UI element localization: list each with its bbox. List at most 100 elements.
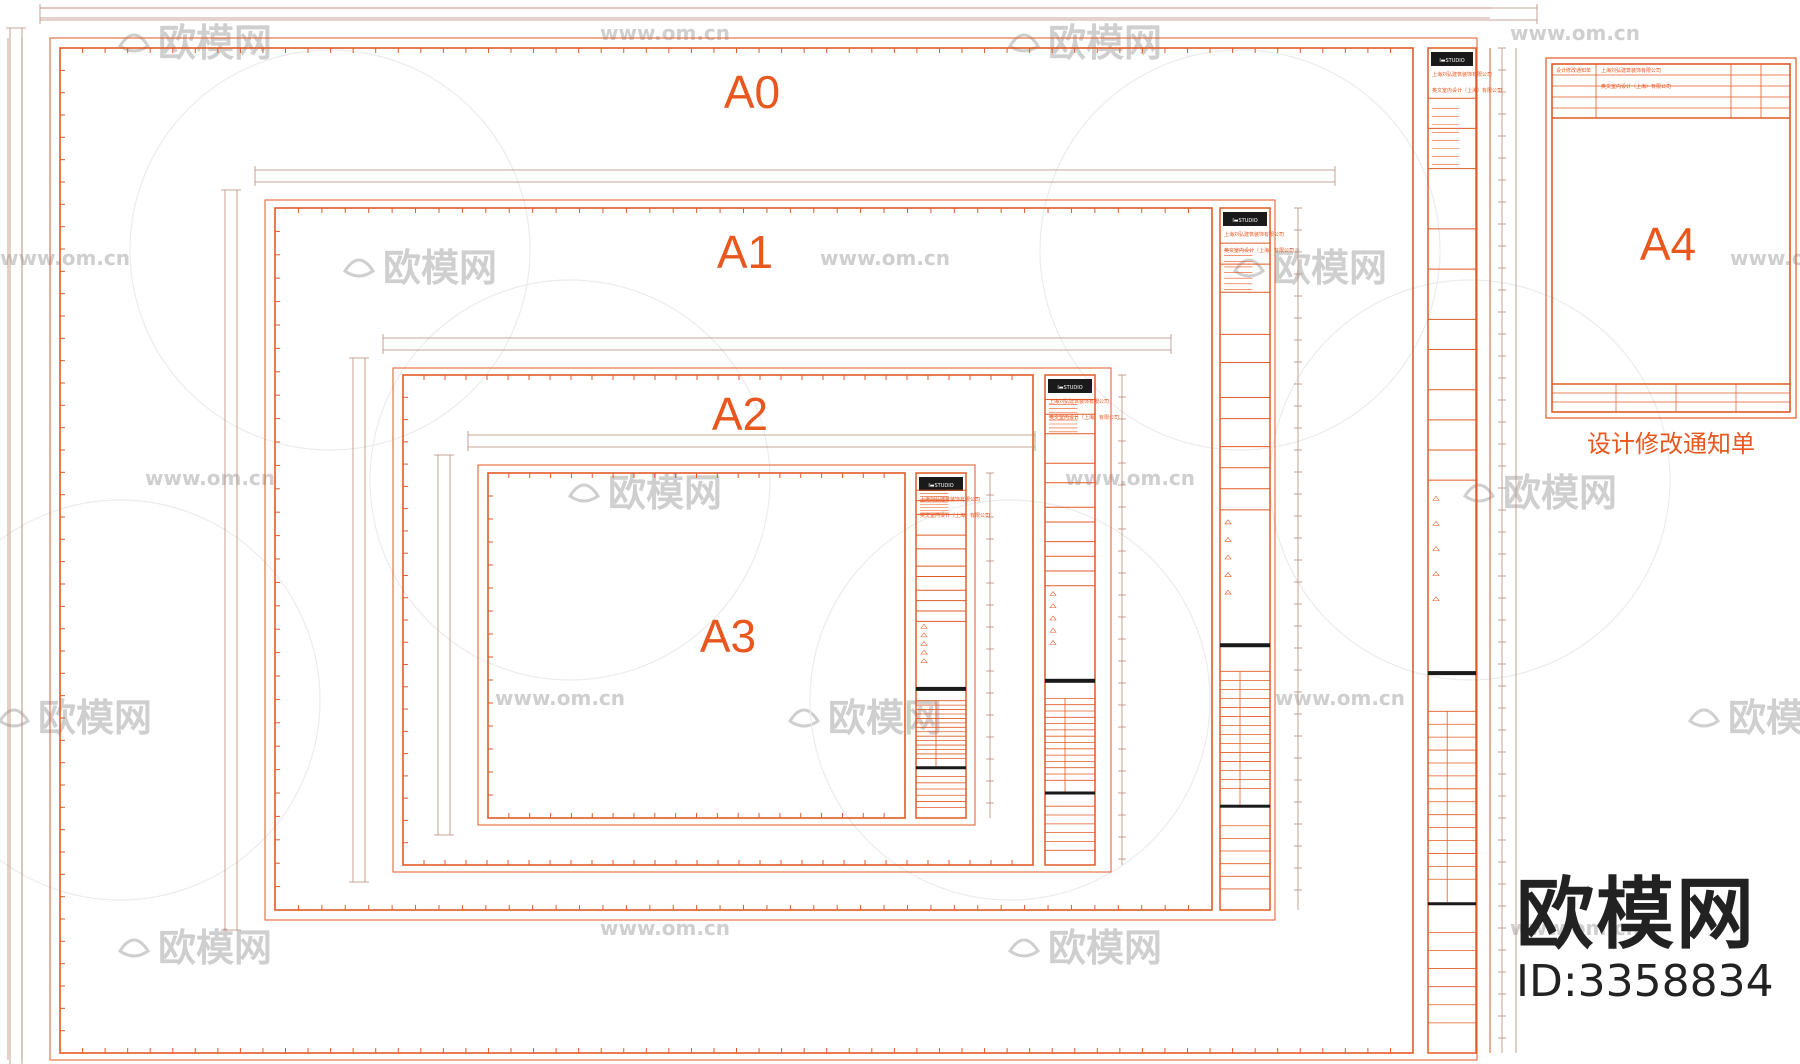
watermark-cn-text: 欧模网	[1048, 926, 1162, 970]
revision-triangle-icon	[1049, 615, 1057, 621]
brand-mark: 欧模网 ID:3358834	[1516, 876, 1774, 1004]
watermark-cn: 欧模网	[1687, 696, 1800, 740]
watermark-logo-icon	[117, 938, 151, 958]
title-block-band	[1428, 671, 1476, 676]
revision-triangle-icon	[920, 641, 928, 646]
title-block-logo-band	[919, 477, 963, 491]
title-block-company2: 奥文室内设计（上海）有限公司	[1224, 247, 1294, 254]
watermark-cn-text: 欧模网	[1273, 246, 1387, 290]
revision-triangle-icon	[1049, 627, 1057, 633]
watermark-logo-icon	[117, 33, 151, 53]
watermark-cn-text: 欧模网	[158, 926, 272, 970]
sheet-a0	[49, 37, 1478, 1061]
title-block-frame	[915, 472, 967, 819]
border-ticks	[297, 208, 1190, 213]
watermark-logo-icon	[1687, 708, 1721, 728]
border-ticks	[403, 396, 408, 844]
sheet-a1	[264, 199, 1276, 921]
watermark-cn: 欧模网	[1007, 926, 1162, 970]
title-block-logo-band	[1223, 212, 1267, 226]
revision-triangle-icon	[1432, 546, 1440, 551]
sheet-trim-frame	[264, 199, 1276, 921]
border-ticks	[488, 495, 493, 796]
watermark-cn-text: 欧模网	[383, 246, 497, 290]
revision-triangle-icon	[1432, 495, 1440, 501]
watermark-logo-icon	[1007, 33, 1041, 53]
watermark-cn: 欧模网	[787, 696, 942, 740]
side-scale-a3	[986, 472, 994, 818]
watermark-arc	[1039, 49, 1441, 451]
dimension-lines-a1	[221, 166, 1336, 931]
revision-triangle-icon	[1224, 536, 1232, 542]
label-layer: A0 A1 A2 A3 A4 设计修改通知单	[700, 66, 1755, 662]
border-ticks	[60, 69, 65, 1032]
watermark-cn-text: 欧模网	[1503, 471, 1617, 515]
watermark-cn-text: 欧模网	[38, 696, 152, 740]
a0-dimension-top	[7, 7, 1490, 1060]
watermark-logo-icon	[342, 258, 376, 278]
title-block-band	[1045, 791, 1095, 795]
title-block-frame	[1427, 47, 1477, 1054]
title-block-band	[916, 766, 966, 770]
revision-triangle-icon	[1432, 596, 1440, 602]
watermark-url-text: www.om.cn	[820, 246, 950, 270]
watermark-url-text: www.om.cn	[1510, 21, 1640, 45]
watermark-arc	[129, 49, 531, 451]
border-ticks	[82, 48, 1391, 53]
watermark-url-text: www.om.cn	[1065, 466, 1195, 490]
title-block-band	[1220, 804, 1270, 808]
watermark-layer: 欧模网欧模网欧模网欧模网欧模网欧模网欧模网欧模网欧模网欧模网欧模网www.om.…	[0, 21, 1800, 970]
a4-frame	[1551, 63, 1791, 413]
sheet-trim-frame	[49, 37, 1478, 1061]
side-scale-a1	[1294, 207, 1302, 910]
title-block-company2: 奥文室内设计（上海）有限公司	[1049, 414, 1119, 421]
watermark-url-text: www.om.cn	[600, 21, 730, 45]
sheet-frame	[274, 207, 1213, 911]
revision-triangle-icon	[920, 623, 928, 629]
sheet-label-a2: A2	[712, 388, 768, 440]
watermark-cn: 欧模网	[342, 246, 497, 290]
brand-name: 欧模网	[1516, 870, 1757, 960]
border-ticks	[297, 905, 1190, 910]
watermark-url-text: www.om.cn	[1510, 916, 1640, 940]
sheet-trim-frame	[392, 367, 1112, 873]
revision-triangle-icon	[920, 649, 928, 655]
sheet-label-a0: A0	[724, 66, 780, 118]
title-block-band	[1220, 643, 1270, 648]
watermark-url-text: www.om.cn	[0, 246, 130, 270]
a4-company: 上海刘弘建筑装饰有限公司	[1601, 67, 1661, 74]
side-scale-a2	[1118, 374, 1126, 865]
watermark-url-text: www.om.cn	[1275, 686, 1405, 710]
side-scale-a0	[1498, 47, 1506, 1053]
watermark-cn: 欧模网	[567, 471, 722, 515]
brand-id: ID:3358834	[1516, 956, 1774, 1007]
watermark-cn: 欧模网	[1462, 471, 1617, 515]
title-block-company: 上海刘弘建筑装饰有限公司	[1049, 398, 1109, 405]
revision-triangle-icon	[920, 632, 928, 638]
title-block-band	[916, 686, 966, 691]
watermark-logo-icon	[0, 708, 31, 728]
revision-triangle-icon	[1224, 572, 1232, 577]
revision-triangle-icon	[1049, 640, 1057, 645]
a0-extra-column	[1489, 48, 1517, 1053]
title-block-frame	[1044, 374, 1096, 866]
sheet-label-a1: A1	[717, 226, 773, 278]
border-ticks	[423, 375, 1013, 380]
border-ticks	[82, 1048, 1391, 1053]
a4-notice-title: 设计修改通知单	[1556, 67, 1591, 74]
title-block-company2: 奥文室内设计（上海）有限公司	[920, 512, 990, 519]
dimension-lines-a2	[349, 334, 1172, 883]
title-block-band	[1428, 902, 1476, 906]
a4-company2: 奥文室内设计（上海）有限公司	[1601, 83, 1671, 90]
watermark-cn-text: 欧模网	[828, 696, 942, 740]
sheet-frame	[487, 472, 906, 819]
watermark-cn: 欧模网	[117, 926, 272, 970]
watermark-url-text: www.om.cn	[1730, 246, 1800, 270]
dimension-lines-a3	[434, 431, 1036, 836]
sheet-label-a4: A4	[1640, 218, 1696, 270]
